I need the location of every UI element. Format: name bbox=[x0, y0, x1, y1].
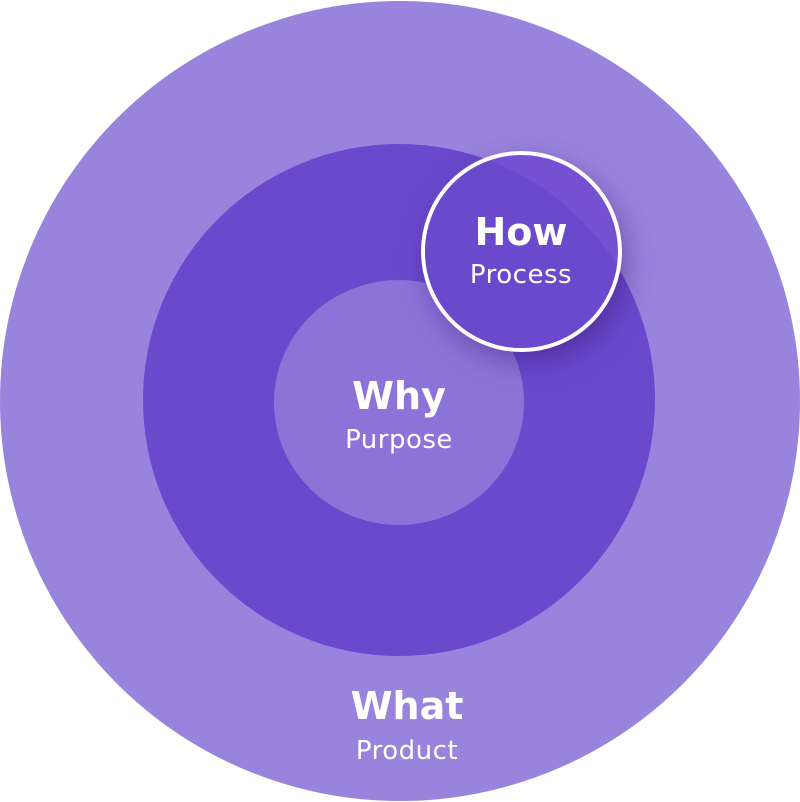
how-circle bbox=[421, 151, 622, 352]
why-title: Why bbox=[352, 374, 446, 418]
how-title: How bbox=[474, 210, 568, 254]
what-subtitle: Product bbox=[355, 736, 459, 766]
what-title: What bbox=[350, 684, 464, 728]
how-subtitle: Process bbox=[469, 260, 573, 290]
why-subtitle: Purpose bbox=[345, 425, 453, 455]
